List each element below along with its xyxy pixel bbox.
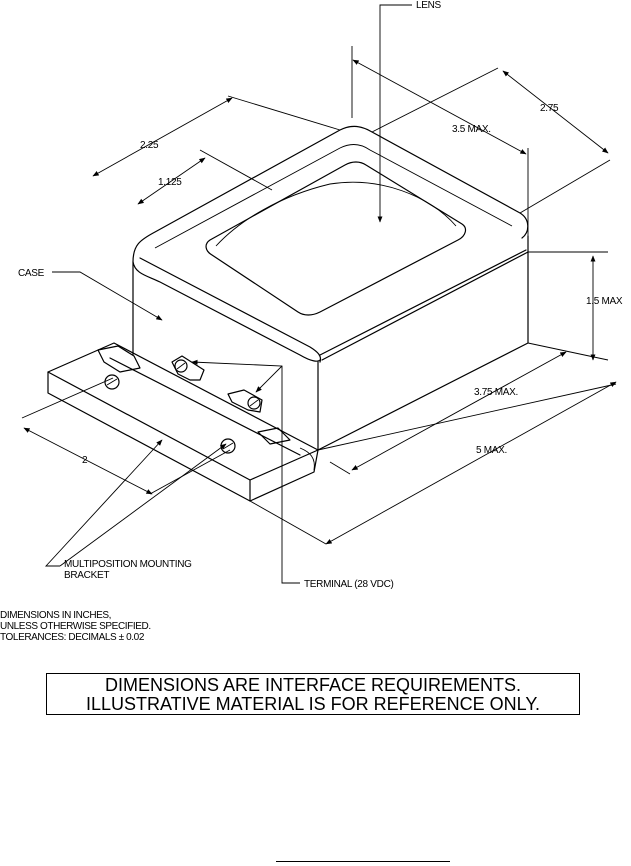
dimension-lines [23,59,617,545]
terminal-leader [191,359,300,584]
dim-line-5 [325,381,617,545]
leader-lines [44,4,412,584]
notes-line-1: DIMENSIONS IN INCHES, [0,610,112,621]
bracket-clip [97,345,141,373]
terminal-lug [171,355,205,381]
interface-requirements-banner: DIMENSIONS ARE INTERFACE REQUIREMENTS. I… [46,673,580,715]
extension-lines [21,46,617,545]
banner-line-1: DIMENSIONS ARE INTERFACE REQUIREMENTS. [104,675,522,695]
terminal-leader-2 [255,365,283,393]
dim-2-label: 2 [82,455,88,466]
lens-leader [377,4,412,223]
labels: LENS 2.75 3.5 MAX. 2.25 1.125 CASE 1.5 M… [18,0,623,590]
bracket-leader [44,439,163,567]
notes-line-3: TOLERANCES: DECIMALS ± 0.02 [0,632,144,643]
dim-1-5-label: 1.5 MAX [586,296,623,307]
case-leader [52,271,163,321]
dim-line-1-125 [137,157,206,205]
notes-line-2: UNLESS OTHERWISE SPECIFIED. [0,621,151,632]
dim-3-75-label: 3.75 MAX. [474,387,518,398]
bracket-label-line2: BRACKET [64,570,109,581]
dim-2-75-label: 2.75 [540,103,559,114]
dim-line-3-5 [352,59,527,155]
dim-3-5-label: 3.5 MAX. [452,124,491,135]
footer-rule [276,861,450,862]
dim-line-3-75 [351,351,567,471]
case-label: CASE [18,268,45,279]
bracket-label-line1: MULTIPOSITION MOUNTING [64,559,192,570]
dimension-notes: DIMENSIONS IN INCHES, UNLESS OTHERWISE S… [0,610,151,643]
lens-label: LENS [416,0,442,11]
mounting-bracket [47,342,319,502]
banner-line-2: ILLUSTRATIVE MATERIAL IS FOR REFERENCE O… [85,694,541,714]
dim-line-2-25 [92,97,233,177]
terminal-lug [227,389,263,413]
lens [205,161,467,316]
dim-5-label: 5 MAX. [476,445,507,456]
dim-line-2 [23,427,153,495]
dim-2-25-label: 2.25 [140,140,159,151]
case-body [132,125,529,451]
bracket-clip [257,427,291,445]
terminal-label: TERMINAL (28 VDC) [304,579,394,590]
bracket-leader-2 [59,443,227,567]
terminals [171,355,263,413]
dim-1-125-label: 1.125 [158,177,182,188]
